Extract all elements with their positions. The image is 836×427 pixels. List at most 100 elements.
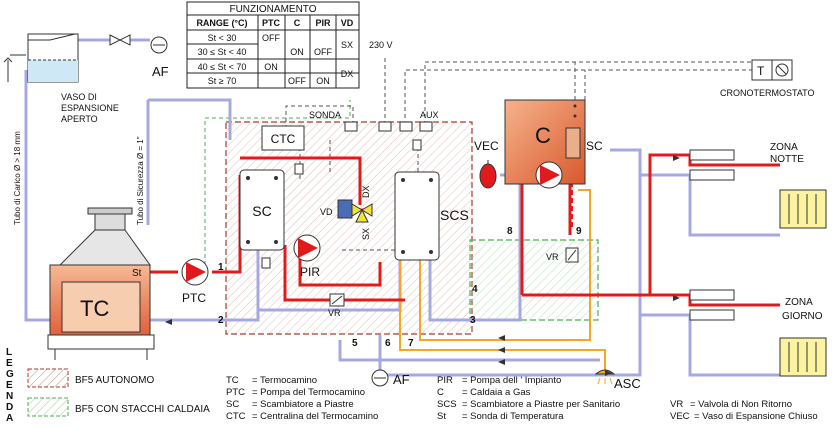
labels-zona_notte-0-text: ZONA	[770, 142, 798, 153]
radiator-giorno	[779, 337, 827, 377]
af-meter-top: AF	[150, 36, 169, 79]
ctc-box: CTC	[261, 125, 305, 151]
legend_lines-2-1-text: = Scambiatore a Piastre	[252, 399, 354, 410]
labels-legenda-1-text: E	[6, 358, 13, 369]
scs-exchanger	[394, 171, 440, 261]
legend_lines-4-0-text: PIR	[437, 375, 453, 386]
table-header-pir: PIR	[315, 18, 331, 28]
table-header-vd: VD	[341, 18, 354, 28]
v230-label: 230 V	[369, 40, 393, 50]
table-row-1: St < 30	[208, 33, 237, 43]
labels-sc-text: SC	[252, 203, 271, 219]
function-table: FUNZIONAMENTO RANGE (°C) PTC C PIR VD St…	[186, 1, 360, 89]
legend_lines-7-1-text: = Sonda di Temperatura	[462, 411, 564, 422]
legend_lines-1-1-text: = Pompa del Termocamino	[252, 387, 365, 398]
sc-exchanger: SC	[239, 169, 285, 251]
pir-pump	[293, 234, 321, 262]
cell-pir-off: OFF	[314, 47, 332, 57]
labels-zona_notte-1-text: NOTTE	[770, 154, 804, 165]
v230-terminal	[378, 121, 392, 132]
legenda-vertical: L E G E N D A	[6, 347, 14, 424]
legend_lines-6-1-text: = Scambiatore a Piastre per Sanitario	[462, 399, 620, 410]
af-meter-bottom	[371, 369, 389, 387]
st-label: St	[132, 268, 142, 279]
vr-valve-main	[329, 293, 345, 307]
sonda-terminal	[344, 121, 358, 132]
sx-label: SX	[361, 228, 371, 240]
cell-c-on: ON	[290, 47, 304, 57]
legend_lines-1-0-text: PTC	[226, 387, 245, 398]
labels-legenda-5-text: D	[6, 402, 13, 413]
labels-numbers-0-text: 1	[218, 262, 224, 273]
labels-legenda-0-text: L	[6, 347, 12, 358]
fireplace-tc	[47, 207, 155, 360]
boiler-sc-label: SC	[586, 139, 603, 153]
legend_lines-9-1-text: = Vaso di Espansione Chiuso	[694, 411, 818, 422]
cell-ptc-on: ON	[264, 62, 278, 72]
labels-numbers-4-text: 5	[352, 338, 358, 349]
cell-vd-dx: DX	[341, 69, 354, 79]
air-vent-3	[412, 139, 422, 151]
labels-zona_giorno-1-text: GIORNO	[782, 311, 823, 322]
legend_lines-5-1-text: = Caldaia a Gas	[462, 387, 531, 398]
legend_lines-4-1-text: = Pompa dell ' Impianto	[462, 375, 561, 386]
legend-swatch-autonomo	[27, 368, 69, 388]
table-row-4: St ≥ 70	[208, 76, 236, 86]
vec-vessel	[479, 160, 497, 189]
labels-numbers-2-text: 3	[470, 315, 476, 326]
labels-numbers-6-text: 7	[408, 338, 414, 349]
cell-pir-on: ON	[316, 76, 330, 86]
table-row-3: 40 ≤ St < 70	[198, 62, 247, 72]
legend_lines-5-0-text: C	[437, 387, 444, 398]
legend_lines-0-0-text: TC	[226, 375, 239, 386]
cold-pipes	[24, 38, 780, 377]
table-header-range: RANGE (°C)	[196, 18, 247, 28]
cell-vd-sx: SX	[341, 40, 353, 50]
cronotermostato-label: CRONOTERMOSTATO	[720, 88, 815, 98]
vessel-label: VASO DI ESPANSIONE APERTO	[61, 92, 119, 124]
legend_lines-3-0-text: CTC	[226, 411, 246, 422]
legend_lines-3-1-text: = Centralina del Termocamino	[252, 411, 378, 422]
legend-bf5-autonomo: BF5 AUTONOMO	[75, 375, 154, 386]
legend_lines-7-0-text: St	[437, 411, 446, 422]
labels-zona_giorno-0-text: ZONA	[785, 297, 813, 308]
vd-diverter-valve	[337, 199, 373, 223]
table-header-ptc: PTC	[262, 18, 281, 28]
labels-legenda-3-text: E	[6, 380, 13, 391]
legend-swatch-stacchi	[27, 397, 69, 417]
labels-legenda-2-text: G	[6, 369, 14, 380]
manifold-notte	[689, 149, 735, 181]
vd-label: VD	[320, 207, 333, 217]
ptc-label: PTC	[182, 291, 206, 305]
legend_lines-6-0-text: SCS	[437, 399, 457, 410]
t-label: T	[757, 64, 765, 78]
labels-vaso-2-text: APERTO	[61, 114, 98, 124]
aux-terminal-2	[419, 121, 433, 132]
legend_lines-2-0-text: SC	[226, 399, 239, 410]
green-dash-line	[204, 100, 351, 265]
labels-numbers-1-text: 2	[218, 315, 224, 326]
pir-label: PIR	[300, 265, 320, 279]
legend_lines-8-0-text: VR	[670, 399, 683, 410]
labels-numbers-3-text: 4	[472, 284, 478, 295]
aux-label: AUX	[420, 110, 439, 120]
table-row-2: 30 ≤ St < 40	[198, 47, 247, 57]
legend-definitions: TC = Termocamino PTC = Pompa del Termoca…	[226, 375, 818, 422]
scs-label: SCS	[440, 207, 469, 223]
labels-numbers-7-text: 8	[507, 226, 513, 237]
legend_lines-8-1-text: = Valvola di Non Ritorno	[690, 399, 792, 410]
legend_lines-0-1-text: = Termocamino	[252, 375, 317, 386]
table-title: FUNZIONAMENTO	[229, 4, 316, 15]
bf5-stacchi-zone	[469, 239, 599, 321]
labels-numbers-8-text: 9	[576, 226, 582, 237]
legend-bf5-stacchi: BF5 CON STACCHI CALDAIA	[75, 404, 210, 415]
vr-label-boiler: VR	[546, 252, 559, 262]
cell-ptc-off: OFF	[262, 33, 280, 43]
legend_lines-9-0-text: VEC	[670, 411, 690, 422]
labels-legenda-4-text: N	[6, 391, 13, 402]
radiator-notte	[779, 189, 827, 229]
flow-arrows	[165, 155, 680, 376]
vec-label: VEC	[474, 139, 499, 153]
valve-top	[109, 34, 131, 46]
